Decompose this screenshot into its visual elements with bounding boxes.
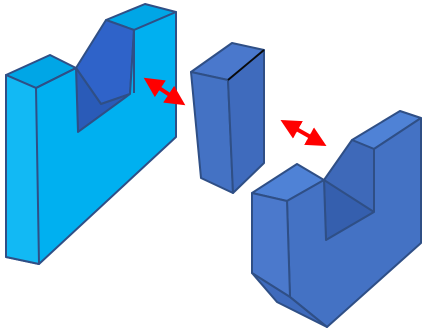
u-block-light-edge-2 bbox=[35, 67, 77, 89]
arrow-right bbox=[280, 120, 327, 146]
u-block-blue bbox=[251, 110, 422, 328]
middle-block-left-face bbox=[190, 71, 234, 194]
arrow-left bbox=[143, 77, 186, 106]
u-block-light bbox=[5, 3, 177, 265]
u-block-blue-side bbox=[251, 192, 291, 298]
u-block-blue-chamfer-edge bbox=[289, 296, 328, 328]
middle-block-top-edge bbox=[227, 49, 265, 81]
u-block-light-side bbox=[5, 74, 40, 265]
middle-block bbox=[190, 42, 265, 194]
